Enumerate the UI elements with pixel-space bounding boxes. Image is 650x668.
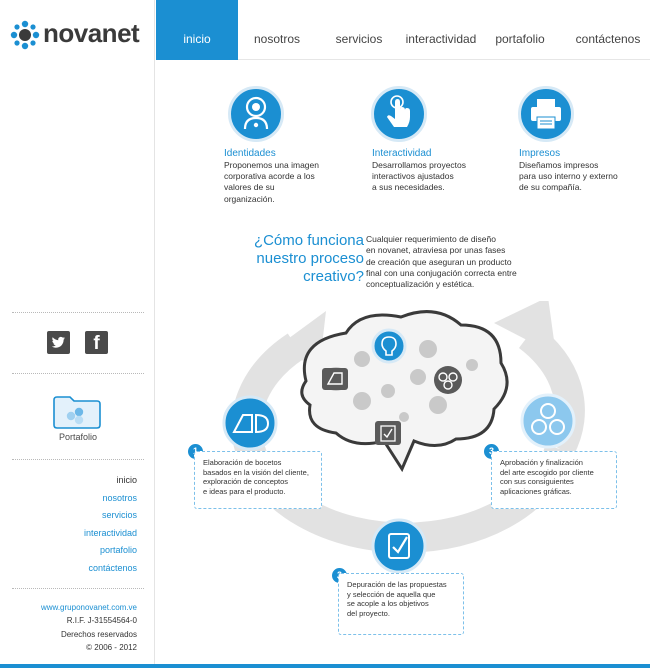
step-line: se acople a los objetivos xyxy=(347,599,429,609)
logo-mark-icon xyxy=(10,20,40,50)
checklist-icon xyxy=(371,518,427,574)
desc-line: conceptualización y estética. xyxy=(366,279,475,290)
step-line: e ideas para el producto. xyxy=(203,487,286,497)
step-line: aplicaciones gráficas. xyxy=(500,487,572,497)
service-title-identidades[interactable]: Identidades xyxy=(224,148,276,159)
footer-url-link[interactable]: www.gruponovanet.com.ve xyxy=(40,603,137,612)
step-2-box: Depuración de las propuestas y selección… xyxy=(338,573,464,635)
title-line: ¿Cómo funciona xyxy=(253,232,364,249)
step-line: Aprobación y finalización xyxy=(500,458,583,467)
gear-cluster-icon xyxy=(520,393,576,449)
desc-line: Desarrollamos proyectos xyxy=(372,160,467,170)
desc-line: Cualquier requerimiento de diseño xyxy=(366,234,496,244)
title-line: nuestro proceso xyxy=(256,250,364,267)
service-desc-interactividad: Desarrollamos proyectos interactivos aju… xyxy=(372,160,466,194)
step-line: exploración de conceptos xyxy=(203,477,289,487)
twitter-icon[interactable] xyxy=(47,331,70,354)
sidebar-item-inicio[interactable]: inicio xyxy=(116,475,137,485)
desc-line: valores de su xyxy=(224,182,275,193)
sketch-shapes-icon xyxy=(222,395,278,451)
step-line: Depuración de las propuestas xyxy=(347,580,447,589)
sidebar-item-servicios[interactable]: servicios xyxy=(101,510,137,520)
process-title: ¿Cómo funciona nuestro proceso creativo? xyxy=(234,232,364,286)
divider xyxy=(12,588,144,589)
footer-copyright: © 2006 - 2012 xyxy=(86,642,137,652)
step-line: con sus consiguientes xyxy=(500,477,574,487)
sidebar-item-interactividad[interactable]: interactividad xyxy=(83,527,137,538)
main-content: Identidades Proponemos una imagen corpor… xyxy=(156,61,650,668)
sidebar-item-contactenos[interactable]: contáctenos xyxy=(88,562,137,573)
social-links: f xyxy=(47,331,109,355)
logo[interactable]: novanet xyxy=(10,18,150,52)
nav-inicio[interactable]: inicio xyxy=(156,0,238,60)
step-line: del proyecto. xyxy=(347,609,390,619)
sidebar-item-portafolio[interactable]: portafolio xyxy=(99,545,137,555)
nav-contactenos[interactable]: contáctenos xyxy=(575,32,641,46)
desc-line: corporativa acorde a los xyxy=(224,171,315,182)
step-1-box: Elaboración de bocetos basados en la vis… xyxy=(194,451,322,509)
portfolio-label: Portafolio xyxy=(58,432,98,442)
service-desc-identidades: Proponemos una imagen corporativa acorde… xyxy=(224,160,319,205)
service-desc-impresos: Diseñamos impresos para uso interno y ex… xyxy=(519,160,618,194)
desc-line: en novanet, atraviesa por unas fases xyxy=(366,245,506,256)
step-line: y selección de aquella que xyxy=(347,589,436,599)
sidebar-nav: inicio nosotros servicios interactividad… xyxy=(12,472,137,577)
logo-wordmark: novanet xyxy=(43,18,140,48)
printer-icon[interactable] xyxy=(518,86,574,142)
step-3-box: Aprobación y finalización del arte escog… xyxy=(491,451,617,509)
identity-person-icon[interactable] xyxy=(228,86,284,142)
sidebar: novanet f Portafolio inicio nosotros ser… xyxy=(0,0,155,668)
portfolio-folder-link[interactable]: Portafolio xyxy=(50,391,106,446)
brain-gears-icon xyxy=(300,310,509,473)
nav-nosotros[interactable]: nosotros xyxy=(253,32,301,46)
footer-info: www.gruponovanet.com.ve R.I.F. J-3155456… xyxy=(12,601,137,654)
nav-servicios[interactable]: servicios xyxy=(335,32,383,46)
nav-portafolio[interactable]: portafolio xyxy=(495,32,545,46)
desc-line: Diseñamos impresos xyxy=(519,160,599,170)
facebook-icon[interactable]: f xyxy=(85,331,108,354)
title-line: creativo? xyxy=(303,268,364,285)
desc-line: final con una conjugación correcta entre xyxy=(366,267,517,278)
footer-rif: R.I.F. J-31554564-0 xyxy=(66,616,137,626)
desc-line: para uso interno y externo xyxy=(519,171,618,182)
top-navigation: inicio nosotros servicios interactividad… xyxy=(156,0,650,60)
step-line: del arte escogido por cliente xyxy=(500,467,594,477)
process-diagram xyxy=(222,301,585,574)
service-title-interactividad[interactable]: Interactividad xyxy=(372,148,432,159)
divider xyxy=(12,373,144,374)
footer-rights: Derechos reservados xyxy=(60,629,137,639)
desc-line: interactivos ajustados xyxy=(372,171,454,182)
step-line: basados en la visión del cliente, xyxy=(203,467,309,477)
desc-line: Proponemos una imagen xyxy=(224,160,319,170)
service-title-impresos[interactable]: Impresos xyxy=(519,148,561,159)
process-description: Cualquier requerimiento de diseño en nov… xyxy=(366,234,541,290)
nav-interactividad[interactable]: interactividad xyxy=(405,32,477,46)
touch-hand-icon[interactable] xyxy=(371,86,427,142)
bottom-accent-bar xyxy=(0,664,650,668)
sidebar-item-nosotros[interactable]: nosotros xyxy=(102,492,137,503)
desc-line: a sus necesidades. xyxy=(372,182,445,193)
divider xyxy=(12,459,144,460)
divider xyxy=(12,312,144,313)
desc-line: organización. xyxy=(224,193,275,204)
step-line: Elaboración de bocetos xyxy=(203,458,282,467)
desc-line: de creación que aseguran un producto xyxy=(366,256,512,267)
desc-line: de su compañía. xyxy=(519,182,582,193)
folder-icon xyxy=(53,396,101,429)
